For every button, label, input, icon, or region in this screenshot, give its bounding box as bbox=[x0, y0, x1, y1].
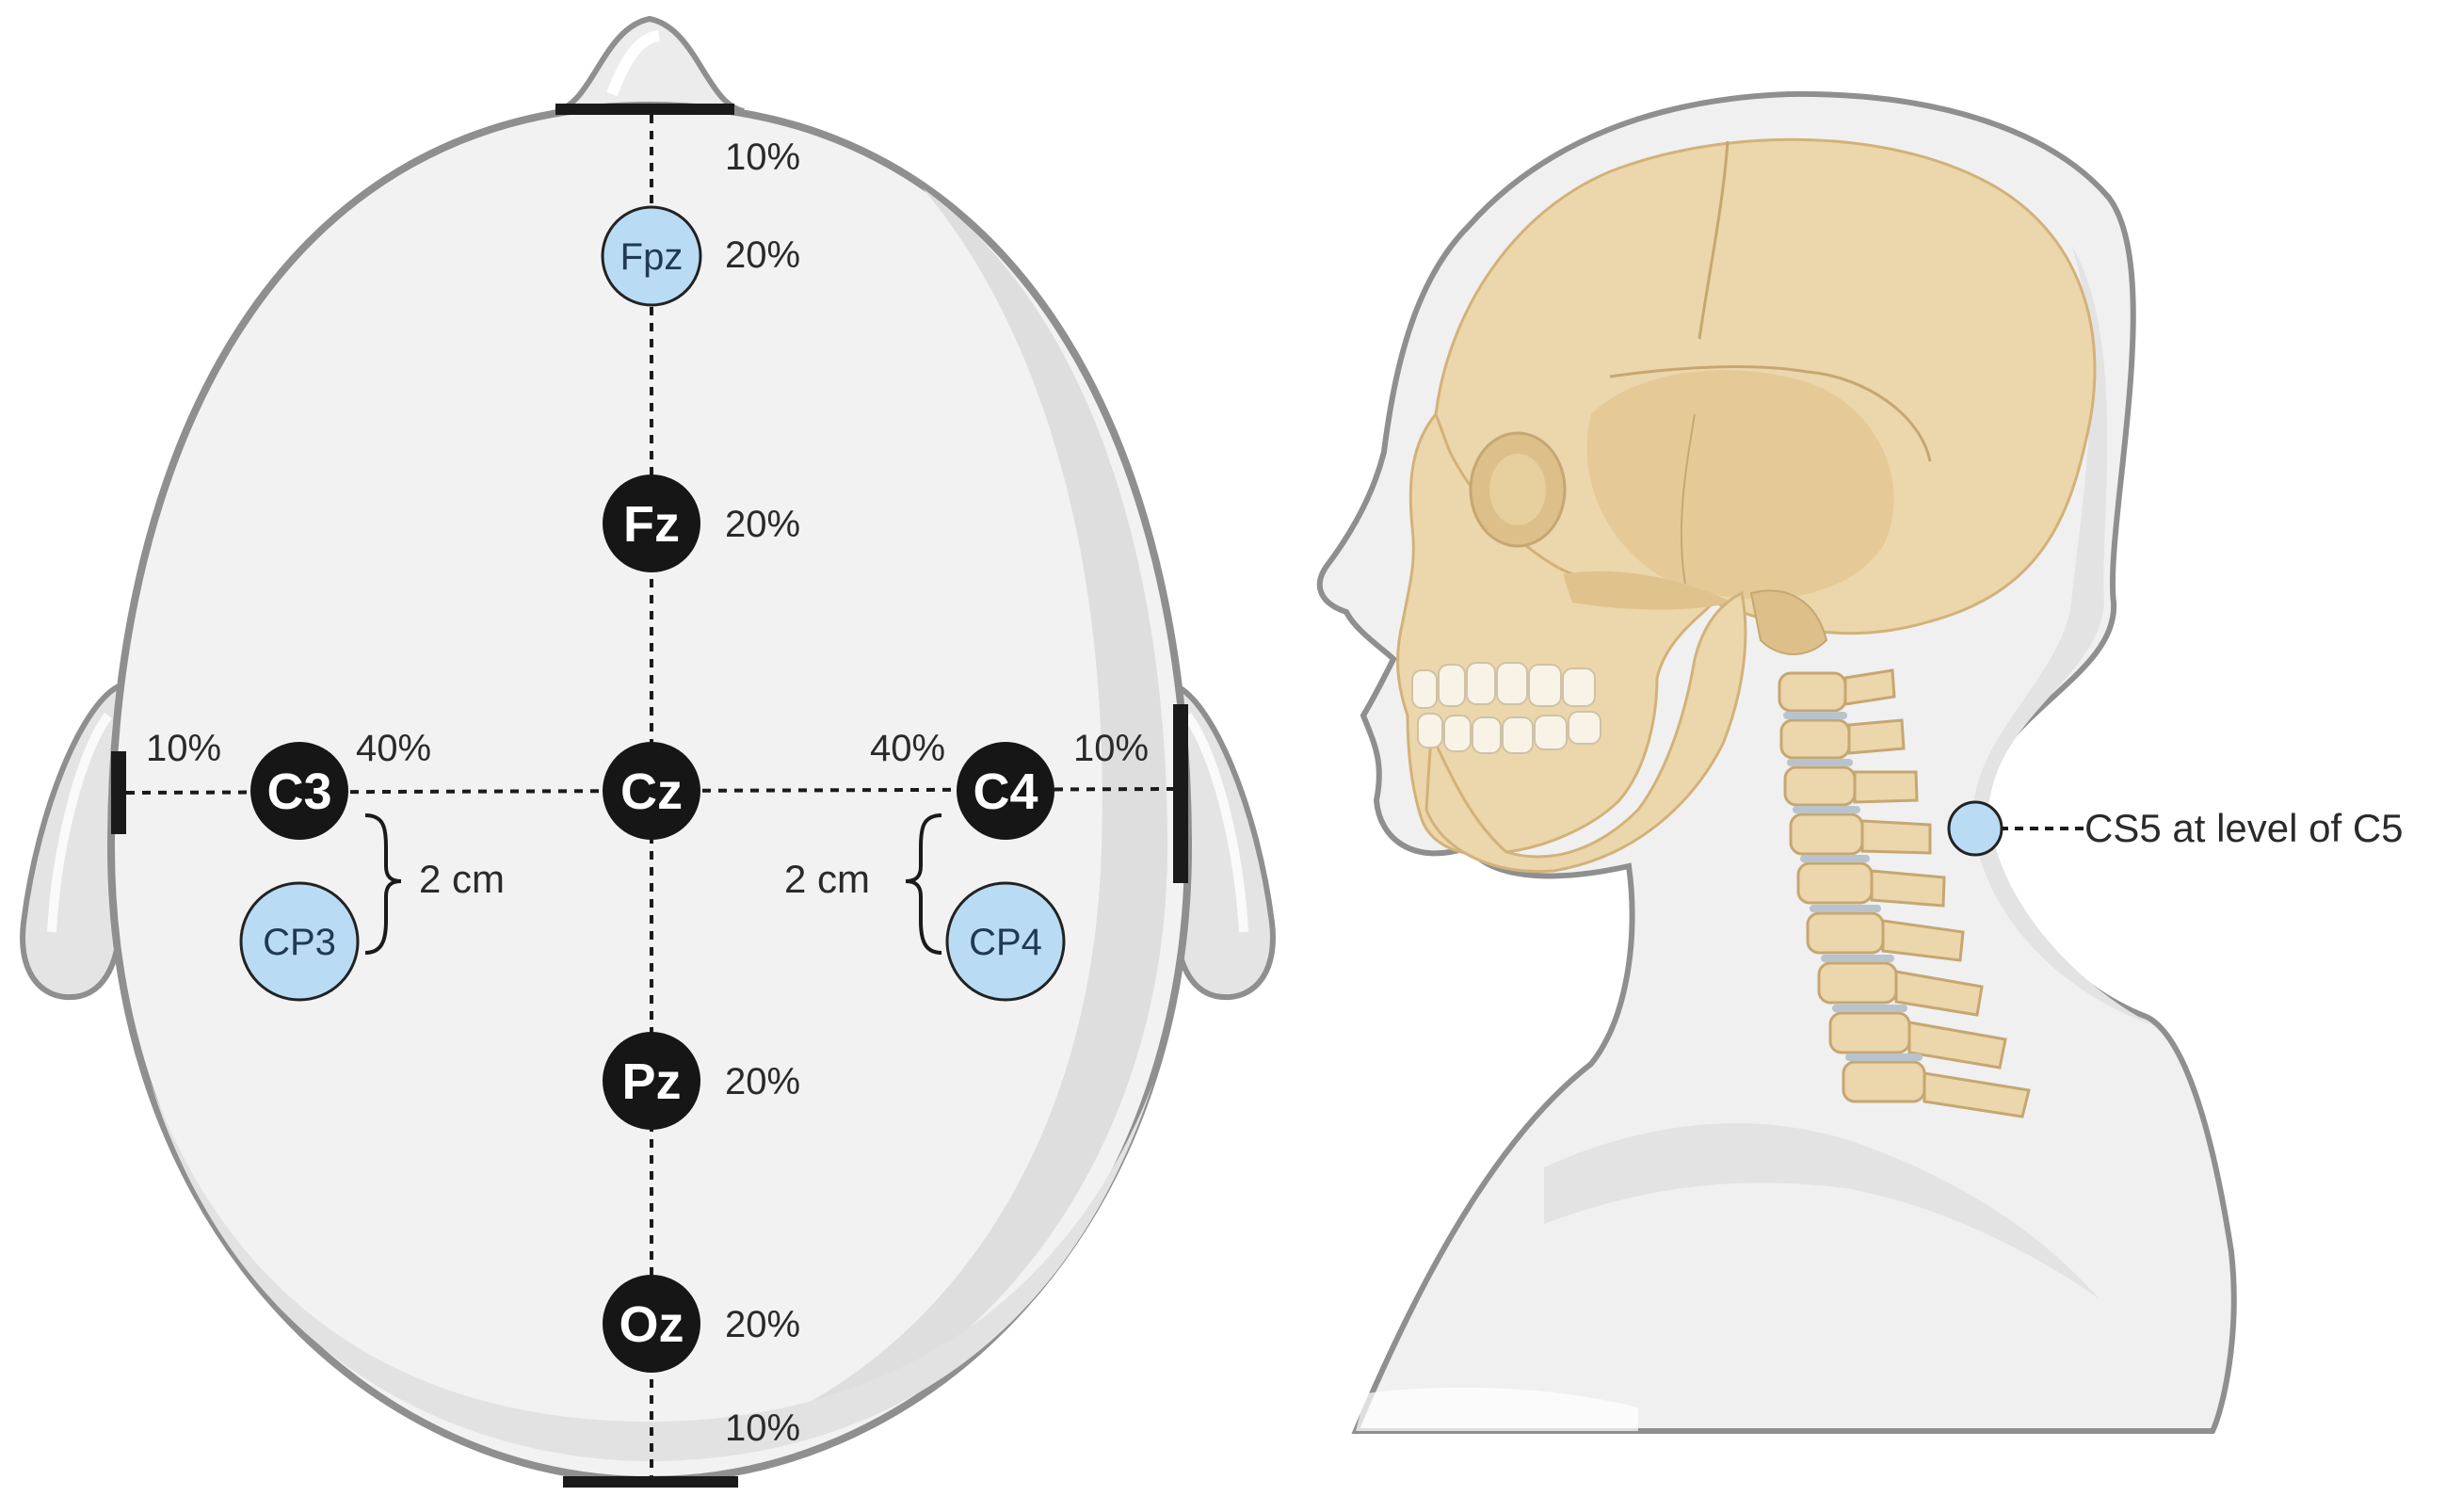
electrode-fz: Fz bbox=[603, 475, 700, 572]
distance-left: 2 cm bbox=[419, 857, 505, 901]
svg-text:Cz: Cz bbox=[620, 764, 683, 820]
pct-cz-c4: 40% bbox=[870, 728, 945, 769]
pct-fz: 20% bbox=[725, 504, 800, 545]
pct-inion: 10% bbox=[725, 1407, 800, 1449]
pct-c3-cz: 40% bbox=[356, 728, 431, 769]
electrode-fpz: Fpz bbox=[601, 205, 702, 307]
pct-nasion: 10% bbox=[725, 137, 800, 178]
mandible bbox=[1424, 590, 1747, 874]
right-brace bbox=[905, 813, 942, 955]
pct-pz: 20% bbox=[725, 1061, 800, 1102]
electrode-oz: Oz bbox=[603, 1275, 700, 1373]
electrode-c3: C3 bbox=[250, 742, 348, 840]
electrode-cz: Cz bbox=[603, 742, 700, 840]
right-preauricular-marker bbox=[1173, 704, 1188, 883]
left-brace bbox=[364, 813, 402, 955]
inion-marker bbox=[563, 1476, 738, 1488]
electrode-cp4: CP4 bbox=[945, 881, 1066, 1002]
svg-text:C4: C4 bbox=[973, 764, 1038, 820]
svg-text:CP4: CP4 bbox=[969, 922, 1042, 963]
svg-text:Oz: Oz bbox=[619, 1296, 684, 1353]
distance-right: 2 cm bbox=[784, 857, 870, 901]
intervertebral-discs bbox=[1783, 712, 1923, 1061]
svg-text:Fpz: Fpz bbox=[620, 236, 684, 278]
svg-text:CP3: CP3 bbox=[263, 922, 336, 963]
right-ear bbox=[1169, 681, 1276, 1001]
electrode-cp3: CP3 bbox=[239, 881, 360, 1002]
cs5-label: CS5 at level of C5 bbox=[2084, 806, 2404, 850]
svg-text:C3: C3 bbox=[266, 764, 331, 820]
left-preauricular-marker bbox=[111, 751, 126, 834]
pct-right-ear: 10% bbox=[1073, 728, 1149, 769]
nose bbox=[555, 15, 745, 114]
svg-text:Fz: Fz bbox=[623, 496, 680, 553]
head-side-view: CS5 at level of C5 bbox=[1316, 90, 2404, 1434]
svg-text:Pz: Pz bbox=[621, 1054, 681, 1110]
head-top-view: 10% 20% 20% 20% 20% 10% 10% 40% 40% 10% … bbox=[20, 15, 1276, 1488]
nasion-marker bbox=[555, 104, 734, 115]
electrode-c4: C4 bbox=[957, 742, 1054, 840]
pct-fpz: 20% bbox=[725, 234, 800, 276]
cervical-spine bbox=[1778, 668, 2031, 1118]
pct-oz: 20% bbox=[725, 1304, 800, 1345]
electrode-cs5 bbox=[1947, 800, 2003, 857]
left-ear bbox=[20, 681, 126, 1001]
electrode-pz: Pz bbox=[603, 1032, 700, 1130]
teeth bbox=[1411, 662, 1601, 754]
pct-left-ear: 10% bbox=[146, 728, 221, 769]
